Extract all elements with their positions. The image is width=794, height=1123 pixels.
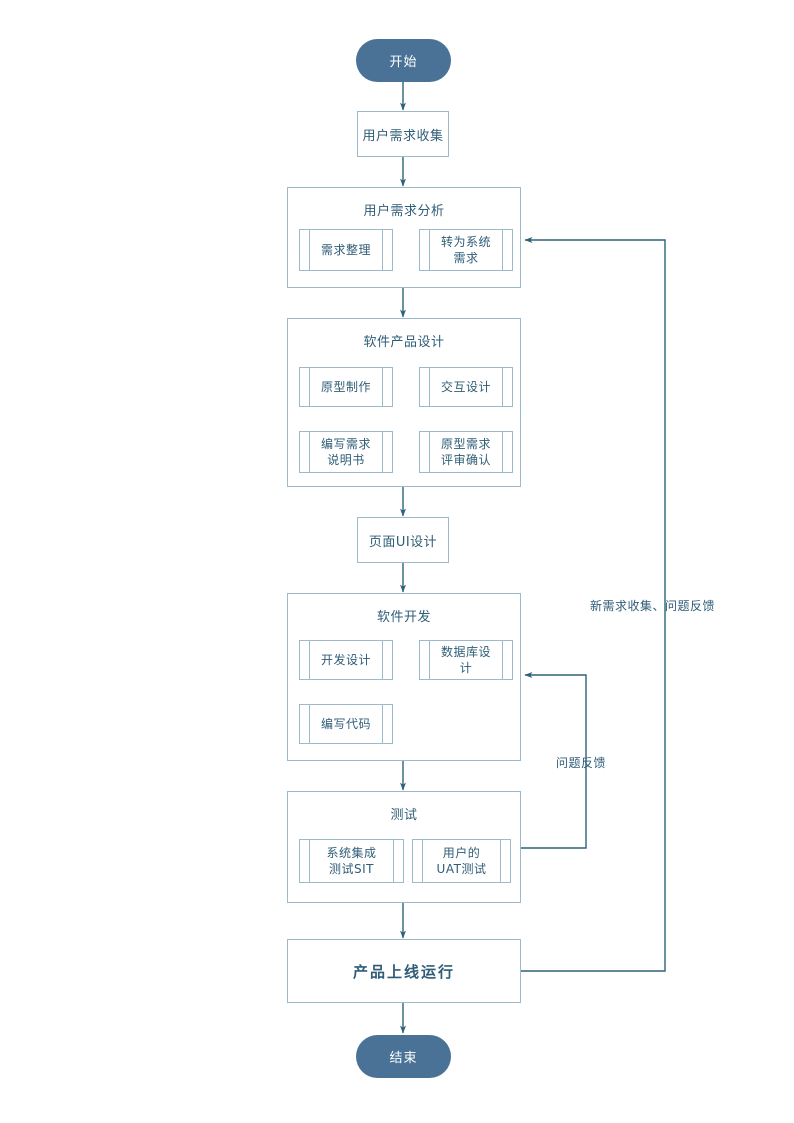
start-node-label: 开始: [389, 55, 418, 70]
group-software-development[interactable]: 软件开发 开发设计 数据库设计 编写代码: [287, 593, 521, 761]
subprocess-write-code-label: 编写代码: [320, 717, 371, 731]
subprocess-development-design[interactable]: 开发设计: [299, 640, 393, 680]
group-requirement-analysis-title: 用户需求分析: [363, 204, 445, 219]
subprocess-convert-to-system-requirement[interactable]: 转为系统需求: [419, 229, 513, 271]
subprocess-requirement-sorting[interactable]: 需求整理: [299, 229, 393, 271]
node-ui-design-label: 页面UI设计: [368, 534, 438, 550]
subprocess-development-design-label: 开发设计: [320, 653, 371, 667]
subprocess-write-requirement-spec-label: 编写需求说明书: [320, 437, 371, 467]
group-requirement-analysis[interactable]: 用户需求分析 需求整理 转为系统需求: [287, 187, 521, 288]
subprocess-write-requirement-spec[interactable]: 编写需求说明书: [299, 431, 393, 473]
subprocess-database-design-label: 数据库设计: [440, 645, 491, 675]
subprocess-interaction-design-label: 交互设计: [440, 380, 491, 394]
subprocess-prototype-review[interactable]: 原型需求评审确认: [419, 431, 513, 473]
node-requirement-collect[interactable]: 用户需求收集: [357, 111, 449, 157]
group-testing-title: 测试: [390, 808, 418, 823]
subprocess-prototype-review-label: 原型需求评审确认: [440, 437, 491, 467]
subprocess-database-design[interactable]: 数据库设计: [419, 640, 513, 680]
node-ui-design[interactable]: 页面UI设计: [357, 517, 449, 563]
subprocess-sit-label: 系统集成测试SIT: [326, 846, 377, 876]
node-product-live-label: 产品上线运行: [352, 962, 455, 981]
subprocess-prototype[interactable]: 原型制作: [299, 367, 393, 407]
group-software-development-title: 软件开发: [376, 610, 431, 625]
subprocess-write-code[interactable]: 编写代码: [299, 704, 393, 744]
subprocess-convert-to-system-requirement-label: 转为系统需求: [440, 235, 491, 265]
group-product-design-title: 软件产品设计: [363, 335, 445, 350]
end-node-label: 结束: [389, 1051, 418, 1066]
group-product-design[interactable]: 软件产品设计 原型制作 交互设计 编写需求说明书 原型需求评审确认: [287, 318, 521, 487]
node-product-live[interactable]: 产品上线运行: [287, 939, 521, 1003]
end-node[interactable]: 结束: [356, 1035, 451, 1078]
edge-label-new-requirements-feedback: 新需求收集、问题反馈: [590, 599, 716, 613]
edge-label-issue-feedback: 问题反馈: [556, 756, 607, 770]
subprocess-sit[interactable]: 系统集成测试SIT: [299, 839, 404, 883]
node-requirement-collect-label: 用户需求收集: [362, 128, 444, 144]
subprocess-prototype-label: 原型制作: [320, 380, 371, 394]
subprocess-interaction-design[interactable]: 交互设计: [419, 367, 513, 407]
start-node[interactable]: 开始: [356, 39, 451, 82]
subprocess-requirement-sorting-label: 需求整理: [320, 243, 371, 257]
